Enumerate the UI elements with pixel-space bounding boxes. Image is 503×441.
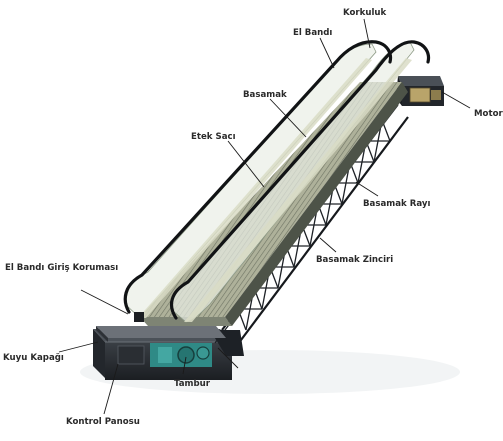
skirt-panels bbox=[138, 58, 412, 322]
label-etek-saci: Etek Sacı bbox=[191, 132, 236, 142]
label-el-bandi-giris-korumasi: El Bandı Giriş Koruması bbox=[5, 263, 118, 273]
label-tambur: Tambur bbox=[174, 379, 211, 389]
label-basamak: Basamak bbox=[243, 90, 287, 100]
handrails bbox=[123, 40, 431, 320]
label-korkuluk: Korkuluk bbox=[343, 8, 387, 18]
label-basamak-rayi: Basamak Rayı bbox=[363, 199, 430, 209]
label-basamak-zinciri: Basamak Zinciri bbox=[316, 255, 393, 265]
label-kuyu-kapagi: Kuyu Kapağı bbox=[3, 353, 64, 363]
label-motor: Motor bbox=[474, 109, 503, 119]
lower-drive-machinery bbox=[117, 343, 212, 367]
label-kontrol-panosu: Kontrol Panosu bbox=[66, 417, 140, 427]
label-el-bandi: El Bandı bbox=[293, 28, 332, 38]
lower-landing-plate bbox=[96, 312, 226, 342]
leader-lines bbox=[58, 18, 471, 415]
